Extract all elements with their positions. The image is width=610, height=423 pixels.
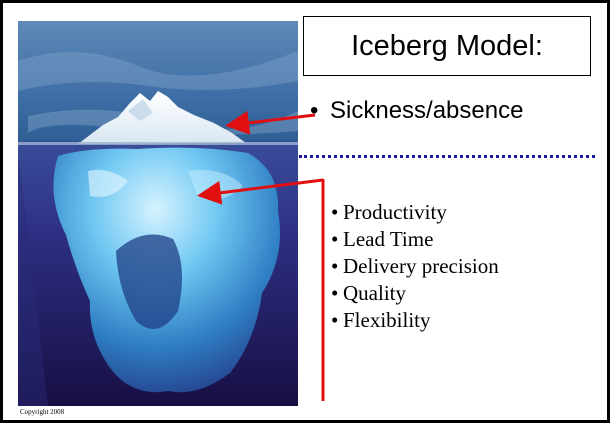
bullet: • — [310, 97, 319, 124]
list-item: •Productivity — [331, 199, 499, 226]
list-item: •Delivery precision — [331, 253, 499, 280]
slide-title: Iceberg Model: — [351, 29, 543, 62]
above-water-item: • Sickness/absence — [310, 97, 523, 125]
copyright-note: Copyright 2008 — [20, 408, 65, 416]
below-water-list: •Productivity •Lead Time •Delivery preci… — [331, 199, 499, 334]
list-item-label: Quality — [343, 281, 406, 305]
bullet: • — [331, 200, 339, 224]
list-item-label: Flexibility — [343, 308, 431, 332]
list-item: •Lead Time — [331, 226, 499, 253]
list-item-label: Delivery precision — [343, 254, 499, 278]
iceberg-image — [18, 21, 298, 406]
bullet: • — [331, 227, 339, 251]
title-box: Iceberg Model: — [303, 16, 591, 76]
bullet: • — [331, 281, 339, 305]
list-item-label: Lead Time — [343, 227, 434, 251]
bullet: • — [331, 308, 339, 332]
list-item: •Quality — [331, 280, 499, 307]
waterline-divider — [299, 155, 595, 158]
list-item-label: Productivity — [343, 200, 447, 224]
bullet: • — [331, 254, 339, 278]
above-water-label: Sickness/absence — [330, 97, 524, 124]
iceberg-photo — [18, 21, 298, 406]
list-item: •Flexibility — [331, 307, 499, 334]
